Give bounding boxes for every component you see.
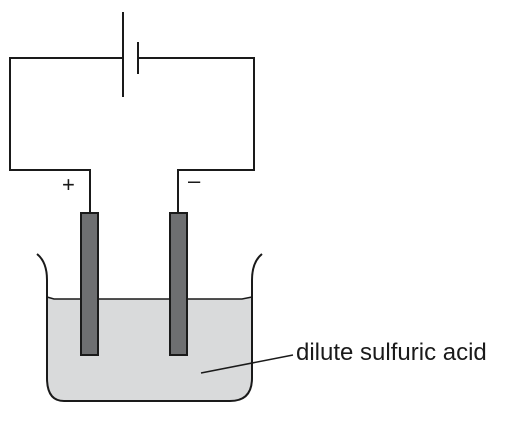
cathode-electrode xyxy=(169,212,188,356)
beaker xyxy=(36,253,263,402)
electrolyte-label: dilute sulfuric acid xyxy=(296,339,487,366)
electrolyte-liquid xyxy=(47,297,252,401)
wire-left xyxy=(9,57,123,213)
wire-right xyxy=(138,57,255,213)
acid-leader-line xyxy=(200,354,294,374)
positive-terminal-label: + xyxy=(62,172,75,197)
negative-terminal-label: – xyxy=(188,168,201,193)
anode-electrode xyxy=(80,212,99,356)
liquid-surface xyxy=(46,296,253,300)
